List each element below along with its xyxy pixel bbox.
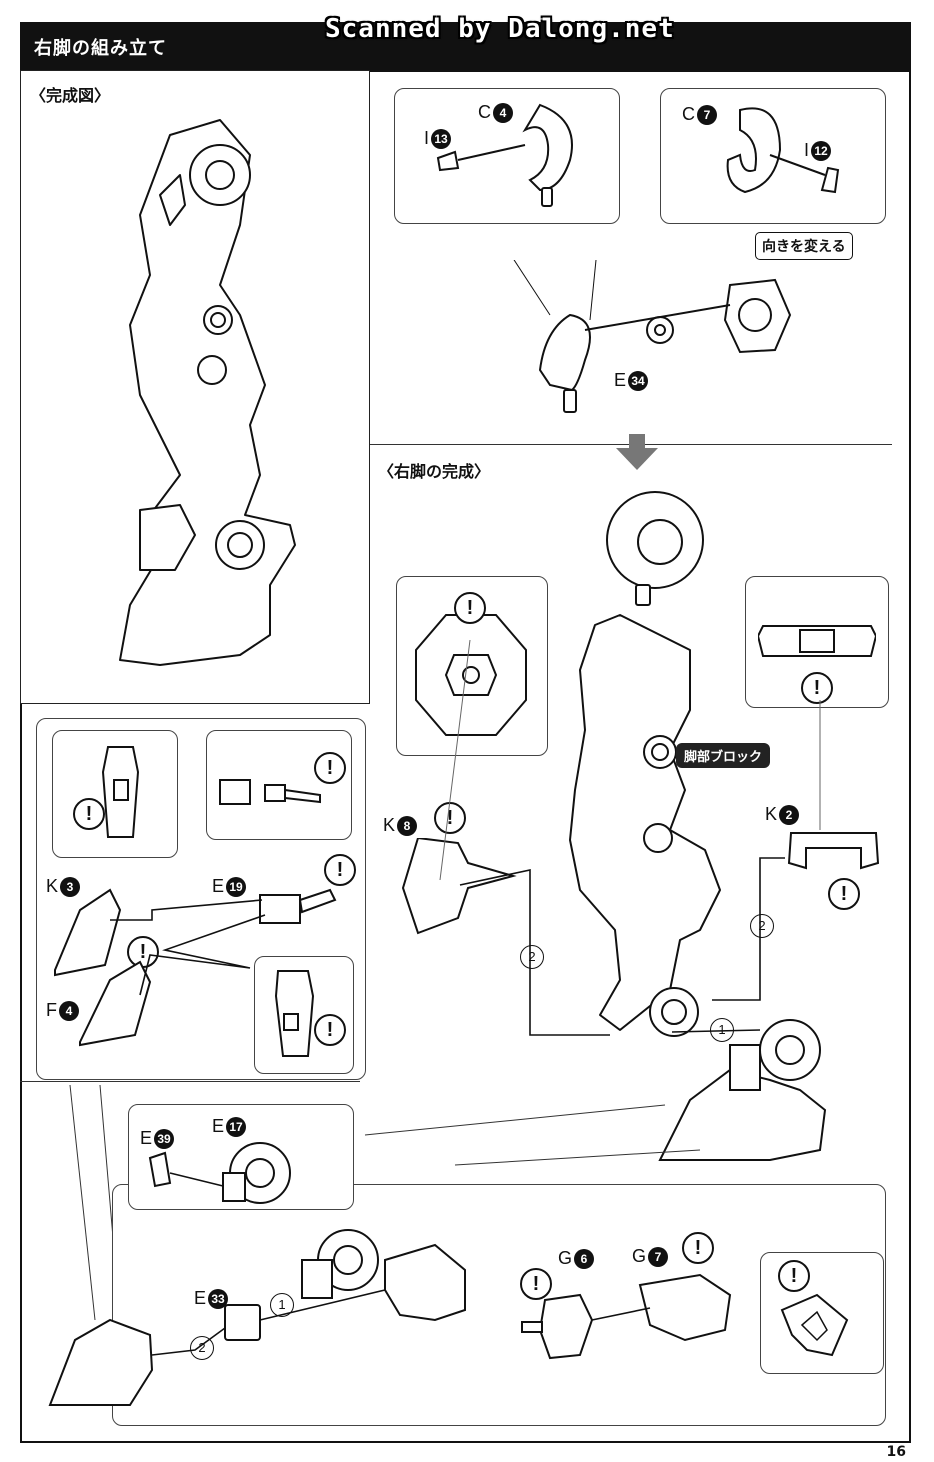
leg-block-callout: 脚部ブロック [676, 743, 771, 768]
frame-bottom [20, 1441, 911, 1443]
warning-icon: ! [778, 1260, 810, 1292]
completed-view-title: 〈完成図〉 [30, 86, 111, 105]
down-arrow-icon [616, 434, 658, 470]
k8-detail-drawing [415, 614, 527, 736]
warning-icon: ! [801, 672, 833, 704]
g6-g7-drawing [521, 1273, 732, 1360]
page-title: 右脚の組み立て [34, 38, 167, 59]
k2-part-drawing [787, 832, 880, 870]
e17-detail-drawing [148, 1142, 291, 1204]
change-direction-callout: 向きを変える [755, 232, 853, 260]
warning-icon: ! [454, 592, 486, 624]
base-part-drawing [658, 1019, 827, 1161]
warning-icon: ! [520, 1268, 552, 1300]
frame-left [20, 70, 22, 1442]
f4-inset-drawing [274, 970, 315, 1057]
completed-leg-illustration [119, 119, 296, 666]
page-number: 16 [886, 1444, 906, 1460]
scanner-watermark: Scanned by Dalong.net [325, 14, 675, 44]
header-bar [20, 22, 910, 70]
k3-f4-e19-drawing [54, 888, 337, 1047]
warning-icon: ! [324, 854, 356, 886]
k3-inset-drawing [101, 746, 140, 838]
warning-icon: ! [828, 878, 860, 910]
e19-inset-drawing [219, 779, 321, 805]
lower-divider [20, 1081, 360, 1082]
step-number-icon: 2 [520, 945, 544, 969]
bottom-left-assembly-drawing [48, 1229, 466, 1406]
warning-icon: ! [314, 1014, 346, 1046]
right-leg-completion-title: 〈右脚の完成〉 [378, 462, 491, 481]
step-number-icon: 2 [190, 1336, 214, 1360]
step-number-icon: 2 [750, 914, 774, 938]
right-leg-main-drawing [569, 491, 721, 1037]
c4-part-drawing [436, 103, 573, 207]
warning-icon: ! [314, 752, 346, 784]
g7-inset-drawing [780, 1293, 849, 1357]
frame-right [909, 22, 911, 1442]
frame-top-mid [20, 70, 911, 72]
warning-icon: ! [682, 1232, 714, 1264]
upper-assembly-drawing [513, 260, 792, 413]
k2-detail-drawing [758, 625, 876, 657]
k8-part-drawing [401, 838, 517, 935]
warning-icon: ! [73, 798, 105, 830]
c7-part-drawing [726, 107, 840, 194]
